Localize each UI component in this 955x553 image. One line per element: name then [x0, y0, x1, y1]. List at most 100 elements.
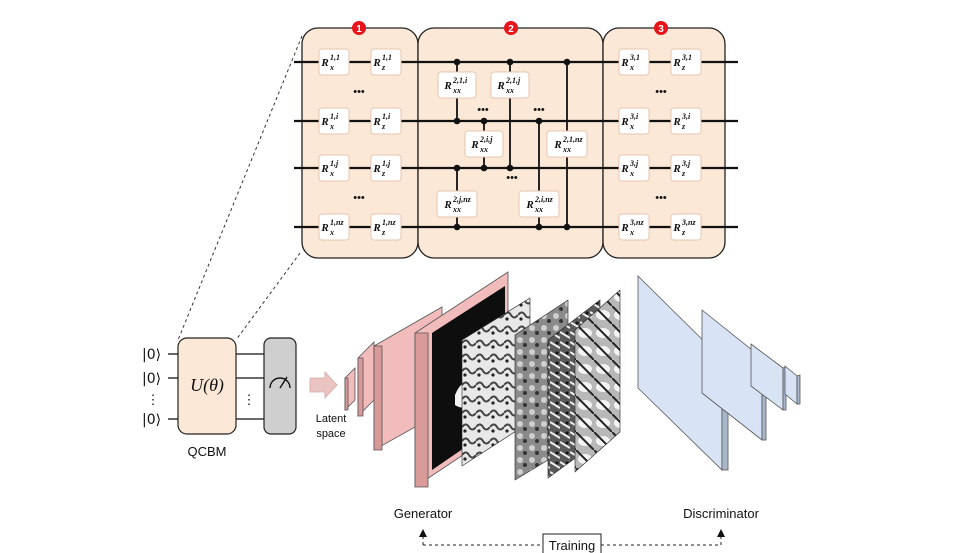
- gate-subscript: x: [629, 169, 634, 178]
- gate-letter: R: [620, 222, 628, 234]
- training-loop: Training: [419, 529, 725, 553]
- unitary-box: [177, 337, 237, 435]
- discriminator-network: [637, 275, 801, 471]
- svg-text:1: 1: [356, 24, 362, 35]
- gate-subscript: xx: [505, 86, 514, 95]
- gate-superscript: 3,j: [629, 159, 639, 168]
- gate-letter: R: [620, 116, 628, 128]
- gate-subscript: z: [381, 63, 386, 72]
- ket-zero-1: |0⟩: [142, 347, 161, 363]
- gate-subscript: z: [381, 122, 386, 131]
- ket-zero-3: |0⟩: [142, 412, 161, 428]
- gate-letter: R: [372, 116, 380, 128]
- block-2-control-dots: [453, 58, 571, 231]
- gate-superscript: 1,j: [382, 159, 391, 168]
- block-1-badge: 1: [352, 21, 366, 35]
- gate-letter: R: [496, 80, 504, 92]
- unitary-label: U(θ): [190, 375, 224, 396]
- gate-superscript: 1,i: [330, 112, 339, 121]
- ellipsis-block1-top: •••: [353, 86, 365, 98]
- gate-subscript: x: [329, 122, 334, 131]
- training-box: [542, 533, 602, 553]
- gate-subscript: z: [681, 169, 686, 178]
- gate-superscript: 3,1: [681, 53, 692, 62]
- block-2-badge: 2: [504, 21, 518, 35]
- qcbm-label: QCBM: [188, 444, 227, 459]
- qcbm-module: |0⟩ |0⟩ ⋮ |0⟩ U(θ) ⋮ QCBM: [142, 337, 297, 459]
- gate-superscript: 3,i: [681, 112, 691, 121]
- gate-subscript: x: [629, 228, 634, 237]
- gate-subscript: x: [329, 228, 334, 237]
- gate-subscript: z: [681, 63, 686, 72]
- gate-superscript: 2,1,nz: [562, 135, 583, 144]
- gate-superscript: 1,nz: [382, 218, 396, 227]
- gate-letter: R: [620, 57, 628, 69]
- ket-zero-2: |0⟩: [142, 371, 161, 387]
- gate-subscript: z: [681, 122, 686, 131]
- measurement-box: [263, 337, 297, 435]
- gate-subscript: xx: [452, 86, 461, 95]
- gate-letter: R: [525, 199, 533, 211]
- gate-subscript: xx: [452, 205, 461, 214]
- gate-superscript: 1,j: [330, 159, 339, 168]
- block-3-badge: 3: [654, 21, 668, 35]
- gate-subscript: z: [381, 228, 386, 237]
- wire-vdots: ⋮: [243, 392, 256, 407]
- gate-subscript: x: [629, 63, 634, 72]
- generator-network: [344, 271, 621, 488]
- gate-letter: R: [553, 139, 561, 151]
- gate-letter: R: [372, 163, 380, 175]
- ellipsis-block1-bottom: •••: [353, 192, 365, 204]
- gate-subscript: x: [629, 122, 634, 131]
- gate-letter: R: [470, 139, 478, 151]
- gate-letter: R: [672, 222, 680, 234]
- gate-letter: R: [672, 163, 680, 175]
- gate-superscript: 1,1: [330, 53, 340, 62]
- gate-superscript: 3,1: [629, 53, 640, 62]
- zoom-line-top: [177, 35, 303, 341]
- svg-text:2: 2: [508, 24, 514, 35]
- gate-superscript: 2,1,j: [505, 76, 521, 85]
- gate-letter: R: [443, 80, 451, 92]
- latent-label-line1: Latent: [316, 413, 347, 425]
- gate-letter: R: [372, 57, 380, 69]
- meter-icon: [269, 376, 291, 389]
- gen-layer-1: [344, 367, 356, 411]
- gate-subscript: xx: [562, 145, 571, 154]
- disc-layer-4: [784, 365, 801, 405]
- gate-superscript: 3,i: [629, 112, 639, 121]
- gate-letter: R: [320, 57, 328, 69]
- gen-layer-2: [357, 341, 375, 417]
- ellipsis-block3-top: •••: [655, 86, 667, 98]
- gate-letter: R: [672, 116, 680, 128]
- ellipsis-block3-bottom: •••: [655, 192, 667, 204]
- gate-superscript: 2,i,j: [479, 135, 493, 144]
- discriminator-label: Discriminator: [683, 506, 760, 521]
- ellipsis-block2-a: •••: [477, 104, 489, 116]
- gate-superscript: 3,nz: [629, 218, 644, 227]
- gate-superscript: 2,i,nz: [534, 195, 554, 204]
- gate-letter: R: [672, 57, 680, 69]
- generator-label: Generator: [394, 506, 453, 521]
- ellipsis-block2-b: •••: [533, 104, 545, 116]
- gate-superscript: 3,j: [681, 159, 691, 168]
